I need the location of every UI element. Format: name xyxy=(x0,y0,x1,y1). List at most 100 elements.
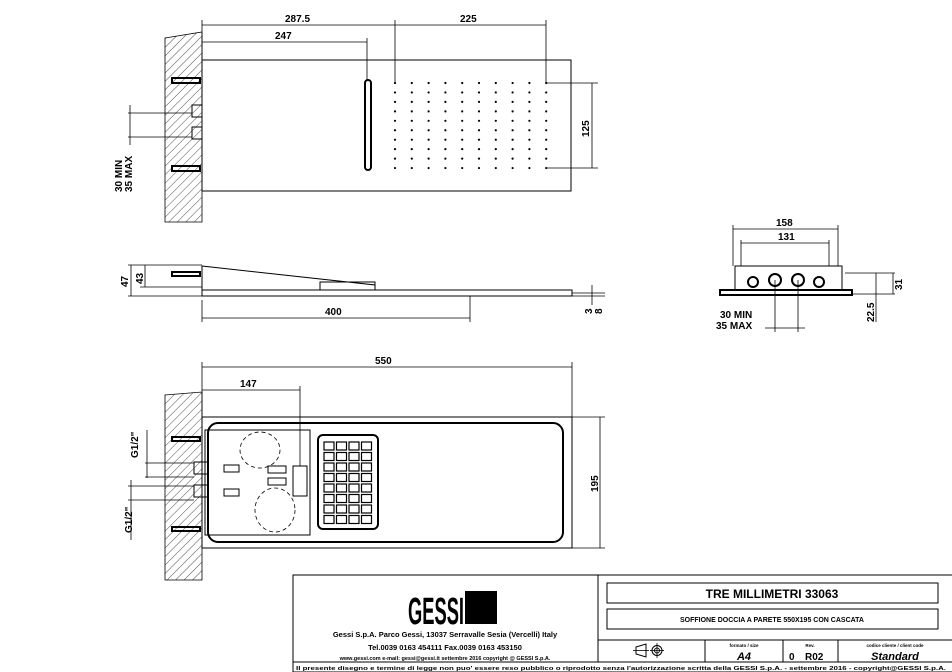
cascade-grid-box xyxy=(317,434,379,530)
end-view: 158 131 31 22.5 30 MIN 35 MAX xyxy=(716,218,905,332)
nozzle-dot xyxy=(494,129,497,132)
grid-cell xyxy=(335,493,348,504)
nozzle-dot xyxy=(444,119,447,122)
grid-cell xyxy=(348,462,360,472)
nozzle-dot xyxy=(410,157,413,160)
grid-cell xyxy=(360,451,373,462)
nozzle-dot xyxy=(444,110,447,113)
nozzle-dot xyxy=(511,138,514,141)
nozzle-dot xyxy=(410,81,413,85)
wall-anchor xyxy=(171,271,201,277)
dim-47: 47 xyxy=(120,275,131,287)
nozzle-dot xyxy=(444,138,447,141)
valve-bracket xyxy=(204,429,311,536)
grid-cell xyxy=(348,472,360,483)
grid-cell xyxy=(348,451,360,462)
nozzle-dot xyxy=(528,91,531,94)
size-value: A4 xyxy=(736,651,751,663)
grid-cell xyxy=(360,472,373,483)
grid-cell xyxy=(323,472,335,483)
nozzle-dot xyxy=(511,100,514,103)
side-view: 47 43 400 3 8 xyxy=(120,264,605,322)
nozzle-dot xyxy=(511,148,514,151)
nozzle-dot xyxy=(511,91,514,94)
nozzle-dot xyxy=(545,110,548,113)
grid-cell xyxy=(360,483,373,493)
wall-min-label-end: 30 MIN xyxy=(720,310,752,321)
plate-profile xyxy=(201,289,573,297)
grid-cell xyxy=(335,441,348,451)
svg-text:GESSI: GESSI xyxy=(408,591,464,633)
dim-22-5: 22.5 xyxy=(866,302,877,322)
nozzle-dot xyxy=(477,100,481,103)
nozzle-dot xyxy=(410,110,413,113)
company-web: www.gessi.com e-mail: gessi@gessi.it set… xyxy=(339,656,551,662)
wall-max-label: 35 MAX xyxy=(124,156,135,192)
nozzle-dot xyxy=(528,138,531,141)
grid-cell xyxy=(323,441,335,451)
nozzle-dot xyxy=(427,81,430,85)
grid-cell xyxy=(323,462,335,472)
nozzle-dot xyxy=(477,166,481,170)
nozzle-dot xyxy=(528,81,531,85)
dim-43: 43 xyxy=(135,272,146,284)
nozzle-dot xyxy=(477,138,481,141)
nozzle-dot xyxy=(410,138,413,141)
dim-3: 3 xyxy=(584,308,595,314)
top-view: 30 MIN 35 MAX 287.5 225 247 125 xyxy=(114,14,598,223)
plate-end xyxy=(719,289,853,296)
nozzle-grid xyxy=(393,81,548,170)
wall-min-label: 30 MIN xyxy=(114,160,125,192)
nozzle-dot xyxy=(393,91,397,94)
nozzle-dot xyxy=(444,166,447,170)
company-address: Gessi S.p.A. Parco Gessi, 13037 Serraval… xyxy=(333,630,558,639)
nozzle-dot xyxy=(494,110,497,113)
nozzle-dot xyxy=(461,100,464,103)
nozzle-dot xyxy=(410,91,413,94)
nozzle-dot xyxy=(427,129,430,132)
nozzle-dot xyxy=(477,91,481,94)
nozzle-dot xyxy=(494,148,497,151)
dim-8: 8 xyxy=(594,308,605,314)
grid-cell xyxy=(348,493,360,504)
cascade-grid xyxy=(323,441,373,525)
title-block: GESSI Gessi S.p.A. Parco Gessi, 13037 Se… xyxy=(292,574,952,672)
grid-cell xyxy=(348,441,360,451)
grid-cell xyxy=(348,483,360,493)
wall-section xyxy=(164,31,203,223)
client-code-label: codice cliente / client code xyxy=(866,643,924,648)
nozzle-dot xyxy=(477,110,481,113)
nozzle-dot xyxy=(444,91,447,94)
nozzle-dot xyxy=(511,119,514,122)
dim-31: 31 xyxy=(894,278,905,290)
nozzle-dot xyxy=(494,119,497,122)
dim-195: 195 xyxy=(590,475,601,492)
size-label: formato / size xyxy=(729,643,759,648)
nozzle-dot xyxy=(393,138,397,141)
client-code-value: Standard xyxy=(871,651,919,663)
plate-outline-bottom xyxy=(201,416,573,549)
nozzle-dot xyxy=(393,166,397,170)
nozzle-dot xyxy=(494,157,497,160)
nozzle-dot xyxy=(494,138,497,141)
nozzle-dot xyxy=(461,81,464,85)
nozzle-dot xyxy=(528,148,531,151)
grid-cell xyxy=(335,462,348,472)
nozzle-dot xyxy=(427,110,430,113)
nozzle-dot xyxy=(511,110,514,113)
rev-label: Rev. xyxy=(805,643,814,648)
company-contacts: Tel.0039 0163 454111 Fax.0039 0163 45315… xyxy=(368,643,522,652)
nozzle-dot xyxy=(528,166,531,170)
inlet-lower xyxy=(191,126,203,140)
nozzle-dot xyxy=(410,119,413,122)
nozzle-dot xyxy=(461,119,464,122)
product-description: SOFFIONE DOCCIA A PARETE 550X195 CON CAS… xyxy=(680,617,864,624)
nozzle-dot xyxy=(477,157,481,160)
nozzle-dot xyxy=(461,138,464,141)
nozzle-dot xyxy=(545,91,548,94)
nozzle-dot xyxy=(461,148,464,151)
nozzle-dot xyxy=(528,119,531,122)
nozzle-dot xyxy=(444,148,447,151)
thread-label-lower: G1/2" xyxy=(124,506,135,533)
copyright-notice: Il presente disegno e termine di legge n… xyxy=(296,666,947,672)
